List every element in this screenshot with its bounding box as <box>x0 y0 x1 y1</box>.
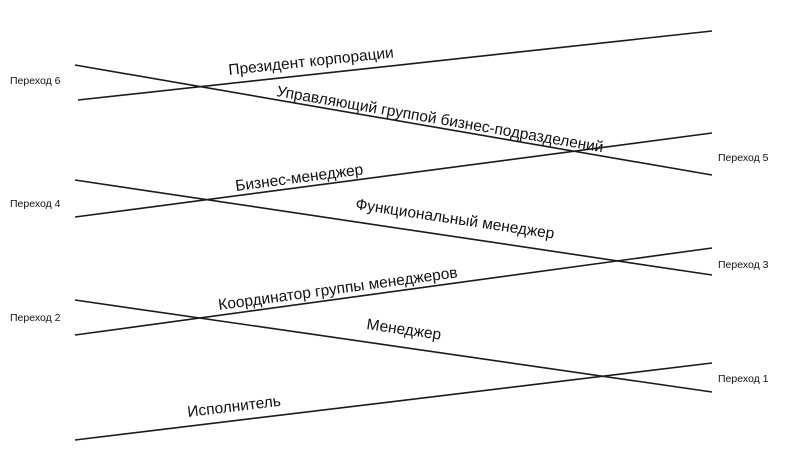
line-menedzher <box>74 299 713 393</box>
transition-5: Переход 5 <box>718 152 769 164</box>
role-prezident: Президент корпорации <box>228 44 395 79</box>
transition-2: Переход 2 <box>10 312 61 324</box>
transition-4: Переход 4 <box>10 198 61 210</box>
line-prezident <box>77 30 713 101</box>
line-ispolnitel <box>74 362 713 441</box>
role-funktsionalny: Функциональный менеджер <box>354 196 555 242</box>
transition-6: Переход 6 <box>10 75 61 87</box>
role-biznes-menedzher: Бизнес-менеджер <box>234 161 364 195</box>
line-upravlyayushchiy <box>74 64 713 176</box>
line-biznes-menedzher <box>74 132 713 218</box>
line-koordinator <box>74 247 713 336</box>
transition-1: Переход 1 <box>718 373 769 385</box>
transition-3: Переход 3 <box>718 259 769 271</box>
role-menedzher: Менеджер <box>365 316 442 344</box>
role-koordinator: Координатор группы менеджеров <box>217 264 458 314</box>
role-upravlyayushchiy: Управляющий группой бизнес-подразделений <box>275 83 604 156</box>
line-funktsionalny <box>74 179 713 276</box>
